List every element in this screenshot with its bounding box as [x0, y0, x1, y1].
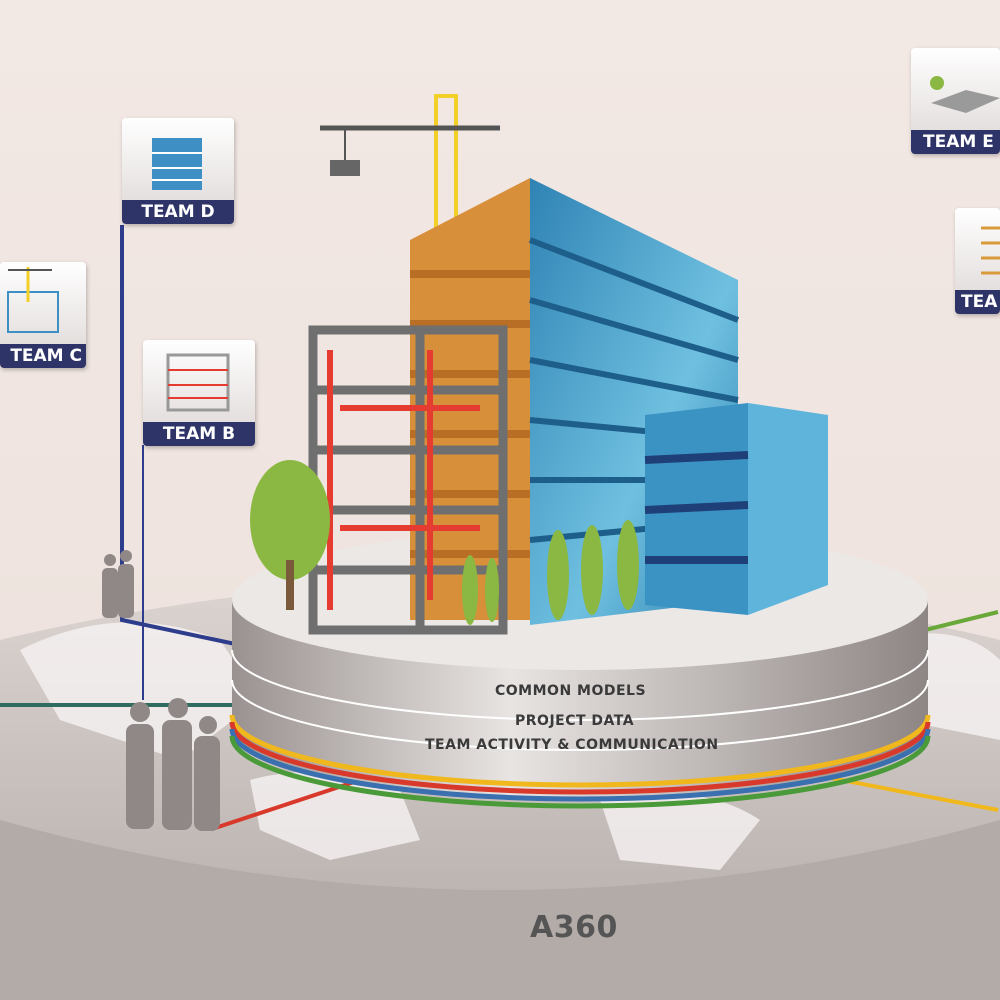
- team-label: TEA: [955, 290, 1000, 314]
- layer-team-activity: TEAM ACTIVITY & COMMUNICATION: [425, 737, 719, 753]
- layer-project-data: PROJECT DATA: [515, 713, 635, 729]
- blue-glass-building: [528, 178, 828, 625]
- team-e-card[interactable]: TEAM E: [911, 48, 1000, 154]
- team-label: TEAM B: [143, 422, 255, 446]
- team-b-card[interactable]: TEAM B: [143, 340, 255, 446]
- team-c-card[interactable]: TEAM C: [0, 262, 86, 368]
- construction-icon: [0, 262, 86, 344]
- team-label: TEAM D: [122, 200, 234, 224]
- team-label: TEAM E: [911, 130, 1000, 154]
- building-icon: [122, 118, 234, 200]
- team-f-card[interactable]: TEA: [955, 208, 1000, 314]
- layer-common-models: COMMON MODELS: [495, 683, 647, 699]
- people-silhouettes: [102, 550, 220, 831]
- trees: [250, 460, 639, 625]
- steel-frame-icon: [143, 340, 255, 422]
- team-d-card[interactable]: TEAM D: [122, 118, 234, 224]
- team-label: TEAM C: [0, 344, 86, 368]
- platform-disc: [229, 530, 931, 809]
- wood-frame-icon: [955, 208, 1000, 290]
- landscape-icon: [911, 48, 1000, 130]
- platform-name: A360: [530, 910, 618, 945]
